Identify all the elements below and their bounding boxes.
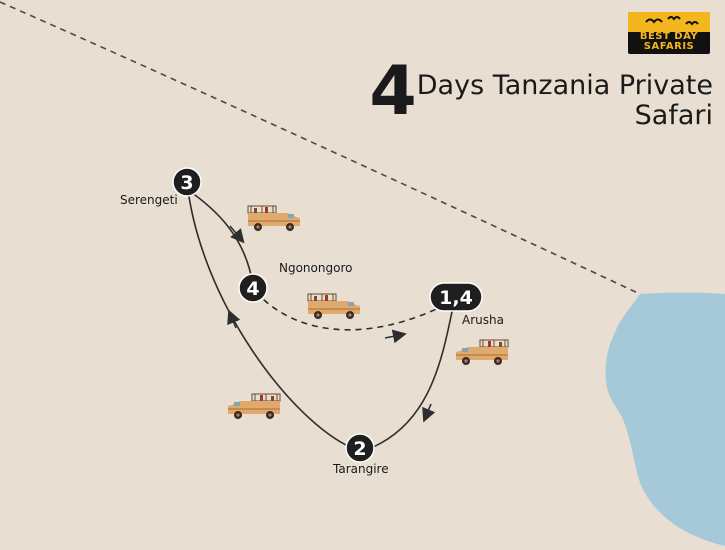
stop-badge-tarangire: 2 <box>353 438 366 460</box>
border-line <box>0 1 641 295</box>
map-title: 4Days Tanzania Private Safari <box>369 58 713 132</box>
route-arrow-ngorongoro-arusha <box>384 329 407 344</box>
title-line-1: Days Tanzania Private <box>416 70 713 101</box>
lake-water <box>605 292 725 546</box>
title-line-2: Safari <box>634 100 713 131</box>
stop-badge-ngorongoro: 4 <box>246 278 259 300</box>
stop-badge-arusha: 1,4 <box>439 287 473 309</box>
place-label-arusha: Arusha <box>462 313 504 327</box>
place-label-tarangire: Tarangire <box>333 462 389 476</box>
route-serengeti-to-ngorongoro <box>187 189 254 287</box>
route-tarangire-to-serengeti <box>186 181 353 449</box>
route-ngorongoro-to-arusha <box>255 291 456 331</box>
stop-marker-serengeti[interactable]: 3 <box>172 167 202 197</box>
route-arrow-serengeti-ngorongoro <box>229 225 245 244</box>
title-number: 4 <box>369 52 416 131</box>
route-arrow-tarangire-serengeti <box>227 309 241 329</box>
stop-badge-serengeti: 3 <box>180 172 193 194</box>
stop-marker-tarangire[interactable]: 2 <box>345 433 375 463</box>
safari-vehicle-icon <box>455 339 509 366</box>
logo-band <box>628 12 710 32</box>
safari-vehicle-icon <box>227 393 281 420</box>
brand-logo[interactable]: BEST DAY SAFARIS <box>628 12 710 54</box>
stop-marker-ngorongoro[interactable]: 4 <box>238 273 268 303</box>
logo-text-line-2: SAFARIS <box>643 41 695 52</box>
place-label-serengeti: Serengeti <box>120 193 178 207</box>
safari-vehicle-icon <box>247 205 301 232</box>
route-arrow-arusha-tarangire <box>422 403 436 423</box>
place-label-ngorongoro: Ngonongoro <box>279 261 353 275</box>
route-arusha-to-tarangire <box>359 301 455 453</box>
logo-text-line-1: BEST DAY <box>639 31 699 42</box>
stop-marker-arusha[interactable]: 1,4 <box>429 282 483 312</box>
safari-vehicle-icon <box>307 293 361 320</box>
flying-birds-icon <box>645 16 699 26</box>
